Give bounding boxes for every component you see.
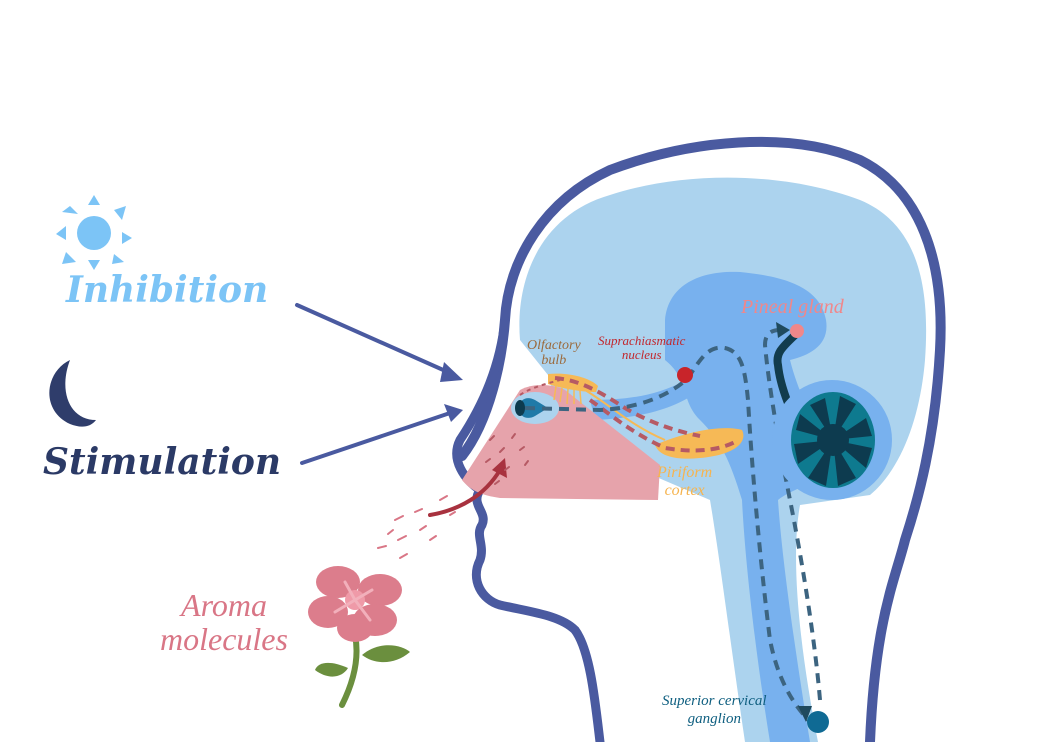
face-profile — [452, 315, 605, 742]
olfactory-nerve-fibers — [553, 385, 582, 405]
scn-label-line1: Suprachiasmatic — [598, 333, 686, 348]
suprachiasmatic-nucleus-dot — [677, 367, 693, 383]
piriform-cortex — [655, 428, 744, 459]
stimulation-label: Stimulation — [43, 441, 282, 483]
sun-icon — [56, 195, 132, 270]
pineal-gland-label: Pineal gland — [741, 296, 844, 318]
inhibition-label: Inhibition — [66, 269, 269, 311]
arrowhead-to-pineal — [776, 322, 790, 338]
brain-inner-region — [665, 271, 830, 742]
inhibition-arrow — [295, 303, 463, 382]
aroma-label-line1: Aroma — [181, 587, 267, 623]
nasal-cavity — [462, 385, 660, 500]
suprachiasmatic-nucleus-label: Suprachiasmatic nucleus — [598, 334, 685, 362]
olfactory-tract — [584, 389, 666, 441]
piriform-cortex-label: Piriform cortex — [657, 464, 712, 500]
eye-pupil — [515, 400, 525, 416]
aroma-molecules-label: Aroma molecules — [160, 588, 288, 656]
nasal-to-bulb-dashes — [519, 379, 561, 396]
piriform-label-line2: cortex — [664, 482, 705, 499]
aroma-label-line2: molecules — [160, 621, 288, 657]
crescent-moon-icon — [49, 360, 96, 427]
head-outline — [457, 136, 946, 742]
olfactory-pathway-lower — [588, 398, 736, 453]
aroma-particles — [377, 495, 456, 559]
piriform-label-line1: Piriform — [657, 464, 713, 481]
stimulation-arrow — [300, 404, 463, 465]
olfactory-label-line1: Olfactory — [527, 338, 581, 353]
olfactory-pathway-upper — [554, 376, 701, 438]
superior-cervical-ganglion-label: Superior cervical ganglion — [662, 692, 767, 728]
superior-cervical-ganglion-dot — [807, 711, 829, 733]
flower-icon — [308, 566, 410, 708]
aroma-inflow-arrow — [428, 458, 507, 517]
olfactory-label-line2: bulb — [541, 353, 567, 368]
olfactory-bulb-label: Olfactory bulb — [527, 338, 581, 368]
scn-label-line2: nucleus — [621, 347, 662, 362]
scg-label-line1: Superior cervical — [662, 693, 767, 709]
pineal-gland-dot — [790, 324, 804, 338]
nasal-molecules — [485, 433, 529, 485]
cerebellum-folia — [794, 396, 872, 486]
retinal-pathway — [524, 345, 810, 722]
arrowhead-to-ganglion — [798, 706, 812, 722]
scg-label-line2: ganglion — [687, 711, 741, 727]
